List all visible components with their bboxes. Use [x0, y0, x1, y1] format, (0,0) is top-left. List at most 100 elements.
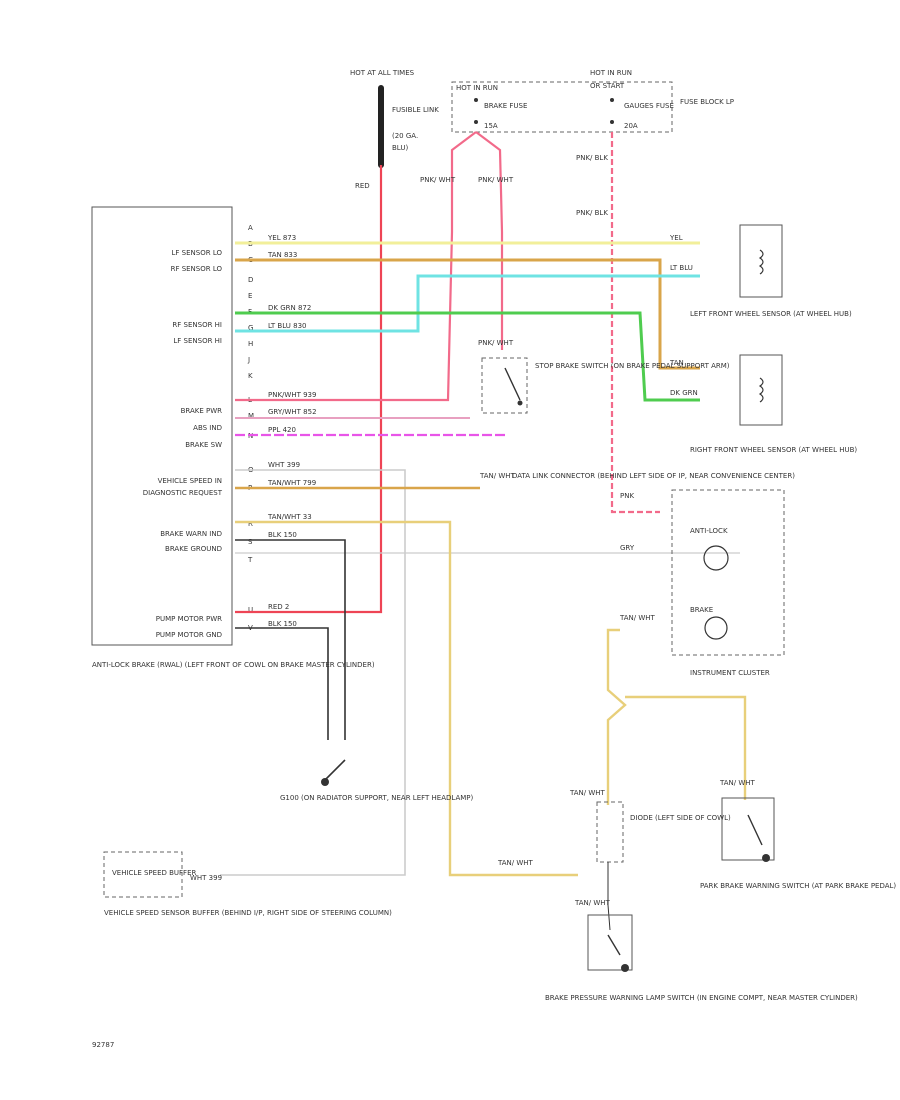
- tanwht-cluster-brake-wire: [606, 628, 627, 805]
- svg-text:TAN 833: TAN 833: [267, 251, 297, 259]
- brake-fuse-label: BRAKE FUSE: [484, 102, 527, 110]
- pin-diagnostic-request: DIAGNOSTIC REQUEST: [143, 489, 223, 497]
- blk-ground-wire-2: [235, 627, 329, 740]
- abs-wire-labels: YEL 873 TAN 833 DK GRN 872 LT BLU 830 PN…: [267, 234, 317, 628]
- fusible-link-size: (20 GA.: [392, 132, 418, 140]
- red-wire-label: RED: [355, 182, 370, 190]
- park-switch-box: [721, 797, 775, 861]
- svg-text:G: G: [248, 324, 253, 332]
- ltblu-lf-sensor-wire: [235, 274, 700, 333]
- pnk-brake-switch-feed: [475, 131, 504, 350]
- fusible-link-color: BLU): [392, 144, 408, 152]
- lf-sensor-coil-icon: [758, 249, 764, 275]
- pin-abs-ind: ABS IND: [193, 424, 222, 432]
- tan-rf-sensor-wire: [235, 258, 700, 370]
- instrument-cluster-box: [671, 489, 785, 656]
- abs-pin-letters: ABC DEF GHJ KLM NOP RST UV: [247, 224, 254, 632]
- lf-sensor-box: [739, 224, 783, 298]
- rf-sensor-wire2: DK GRN: [670, 389, 698, 397]
- stop-switch-blade: [504, 367, 521, 401]
- brake-lamp-label: BRAKE: [690, 606, 713, 614]
- rf-sensor-coil-icon: [758, 377, 764, 403]
- svg-text:T: T: [247, 556, 253, 564]
- tan-wht-label-diode: TAN/ WHT: [497, 859, 534, 867]
- pin-brake-warn-ind: BRAKE WARN IND: [160, 530, 222, 538]
- dkgrn-rf-sensor-wire: [235, 311, 700, 402]
- antilock-lamp-label: ANTI-LOCK: [690, 527, 728, 535]
- wht-vehicle-speed-wire: [220, 469, 406, 876]
- stop-switch-contact: [517, 400, 523, 406]
- cluster-gry-wire: GRY: [620, 544, 635, 552]
- data-link-label: DATA LINK CONNECTOR (BEHIND LEFT SIDE OF…: [512, 472, 795, 480]
- blk-ground-wire-1: [235, 539, 346, 740]
- pressure-switch-box: [587, 914, 633, 971]
- cluster-pnk-wire: PNK: [620, 492, 634, 500]
- pnk-wht-label-2: PNK/ WHT: [478, 176, 514, 184]
- antilock-lamp-icon: [703, 545, 729, 571]
- pin-vehicle-speed-in: VEHICLE SPEED IN: [158, 477, 222, 485]
- svg-text:H: H: [248, 340, 253, 348]
- lf-sensor-wire2: LT BLU: [670, 264, 693, 272]
- pin-brake-ground: BRAKE GROUND: [165, 545, 222, 553]
- gauges-fuse-terminal-bottom: [610, 120, 614, 124]
- gauges-fuse-amp: 20A: [624, 122, 638, 130]
- brake-fuse-terminal-bottom: [474, 120, 478, 124]
- tanwht-park-brake-wire: [625, 695, 747, 800]
- svg-text:M: M: [248, 412, 254, 420]
- abs-module-label: ANTI-LOCK BRAKE (RWAL) (LEFT FRONT OF CO…: [92, 661, 375, 669]
- svg-text:U: U: [248, 606, 253, 614]
- brake-fuse-amp: 15A: [484, 122, 498, 130]
- pnk-blk-label-2: PNK/ BLK: [576, 209, 608, 217]
- svg-text:S: S: [248, 538, 253, 546]
- pin-brake-pwr: BRAKE PWR: [181, 407, 223, 415]
- svg-text:DK GRN 872: DK GRN 872: [268, 304, 311, 312]
- vss-buffer-wire: WHT 399: [190, 874, 222, 882]
- svg-text:TAN/WHT 33: TAN/WHT 33: [267, 513, 312, 521]
- svg-text:D: D: [248, 276, 253, 284]
- gauges-fuse-label: GAUGES FUSE: [624, 102, 674, 110]
- stop-switch-wire: PNK/ WHT: [478, 339, 514, 347]
- pnk-cluster-feed: [610, 132, 660, 514]
- svg-text:PPL 420: PPL 420: [268, 426, 296, 434]
- hot-in-run-left: HOT IN RUN: [456, 84, 498, 92]
- svg-text:K: K: [248, 372, 253, 380]
- figure-id: 92787: [92, 1041, 114, 1049]
- data-link-wire: TAN/ WHT: [479, 472, 516, 480]
- svg-text:GRY/WHT 852: GRY/WHT 852: [268, 408, 317, 416]
- svg-text:A: A: [248, 224, 253, 232]
- park-switch-blade: [747, 814, 763, 846]
- rf-sensor-wire1: TAN: [669, 359, 684, 367]
- tanwht-brake-warn-wire: [235, 520, 578, 877]
- svg-text:TAN/WHT 799: TAN/WHT 799: [267, 479, 316, 487]
- park-switch-label: PARK BRAKE WARNING SWITCH (AT PARK BRAKE…: [700, 882, 896, 890]
- fuse-block: [451, 81, 673, 133]
- cluster-tan-wire: TAN/ WHT: [619, 614, 656, 622]
- blk-ground-merge: [324, 759, 346, 781]
- instrument-cluster-label: INSTRUMENT CLUSTER: [690, 669, 770, 677]
- pressure-switch-label: BRAKE PRESSURE WARNING LAMP SWITCH (IN E…: [545, 994, 858, 1002]
- ground-terminal-icon: [321, 778, 329, 786]
- pressure-switch-ground-icon: [621, 964, 629, 972]
- pin-lf-sensor-hi: LF SENSOR HI: [173, 337, 222, 345]
- vss-buffer-label: VEHICLE SPEED SENSOR BUFFER (BEHIND I/P,…: [104, 909, 392, 917]
- pin-rf-sensor-lo: RF SENSOR LO: [171, 265, 223, 273]
- vss-buffer-box: [103, 851, 183, 898]
- lf-sensor-label: LEFT FRONT WHEEL SENSOR (AT WHEEL HUB): [690, 310, 852, 318]
- svg-text:PNK/WHT 939: PNK/WHT 939: [268, 391, 316, 399]
- red-pump-power-wire: [235, 165, 383, 614]
- park-switch-wire: TAN/ WHT: [719, 779, 756, 787]
- svg-text:E: E: [248, 292, 252, 300]
- stop-switch-box: [481, 357, 528, 414]
- hot-in-run-right: HOT IN RUN: [590, 69, 632, 77]
- rf-sensor-box: [739, 354, 783, 426]
- svg-text:RED 2: RED 2: [268, 603, 289, 611]
- pressure-switch-blade: [607, 934, 621, 956]
- hot-at-all-times-label: HOT AT ALL TIMES: [350, 69, 415, 77]
- diode-wire: TAN/ WHT: [569, 789, 606, 797]
- diode-to-pressure-wire: [607, 862, 611, 931]
- abs-pin-labels: LF SENSOR LO RF SENSOR LO RF SENSOR HI L…: [143, 249, 223, 639]
- gauges-fuse-terminal-top: [610, 98, 614, 102]
- rf-sensor-label: RIGHT FRONT WHEEL SENSOR (AT WHEEL HUB): [690, 446, 857, 454]
- lf-sensor-wire1: YEL: [669, 234, 683, 242]
